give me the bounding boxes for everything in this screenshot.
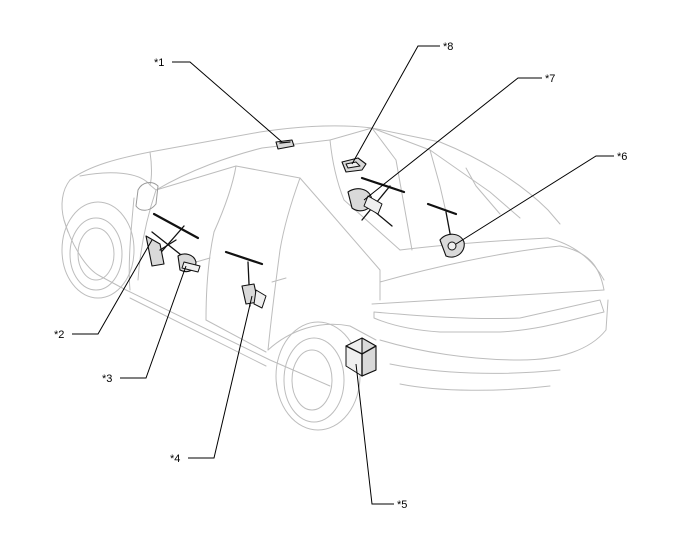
leader-6 — [455, 155, 614, 245]
component-4-rear-door-regulator — [224, 250, 267, 309]
component-5-module — [345, 337, 377, 377]
component-7-rear-regulator — [347, 176, 406, 227]
leader-lines — [72, 45, 614, 505]
front-wheel — [61, 201, 135, 299]
component-6-rear-regulator — [426, 202, 465, 258]
callout-1: *1 — [154, 57, 164, 69]
callout-4: *4 — [170, 453, 180, 465]
callout-8: *8 — [443, 41, 453, 53]
rear-wheel — [275, 321, 361, 431]
component-1-sliding-roof-switch — [275, 139, 295, 150]
leader-5 — [355, 363, 394, 505]
callout-7: *7 — [545, 73, 555, 85]
vehicle-outline — [61, 125, 609, 391]
leader-4 — [188, 295, 253, 459]
component-2-front-door-regulator — [145, 212, 200, 267]
leader-2 — [72, 239, 153, 335]
callout-3: *3 — [102, 373, 112, 385]
callout-6: *6 — [617, 151, 627, 163]
callout-labels: *1 *2 *3 *4 *5 *6 *7 *8 — [54, 41, 627, 511]
leader-1 — [172, 61, 283, 143]
callout-5: *5 — [397, 499, 407, 511]
callout-2: *2 — [54, 329, 64, 341]
leader-7 — [363, 77, 542, 201]
leader-3 — [120, 265, 187, 379]
component-3-front-door-motor — [177, 253, 201, 273]
component-8-switch — [341, 157, 367, 173]
leader-8 — [351, 45, 440, 165]
